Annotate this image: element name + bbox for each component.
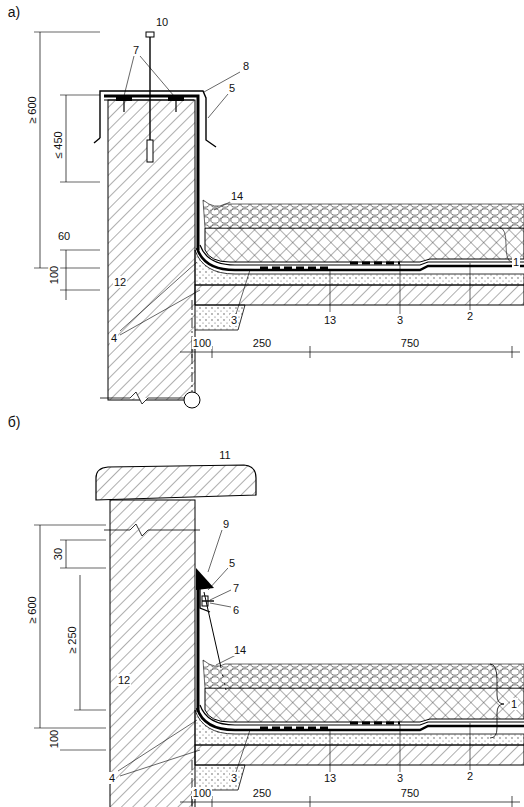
callout-number: 7 (232, 582, 240, 594)
callout-number: 4 (108, 772, 116, 784)
callout-number: 2 (466, 770, 474, 782)
callout-number: 8 (242, 60, 250, 72)
callout-number: 2 (466, 310, 474, 322)
callout-number: 100 (192, 337, 212, 349)
callout-number: 1 (510, 698, 518, 710)
callout-number: 1 (512, 256, 520, 268)
callout-number: 14 (230, 190, 244, 202)
callout-number: 5 (228, 82, 236, 94)
dimension: ≥ 250 (66, 625, 78, 654)
callout-number: 13 (323, 772, 337, 784)
callout-number: 13 (323, 314, 337, 326)
callout-number: 6 (232, 604, 240, 616)
callout-number: 750 (400, 787, 420, 799)
callout-number: 3 (230, 772, 238, 784)
callout-number: 11 (218, 449, 231, 461)
dimension: 100 (48, 265, 60, 285)
callout-number: 100 (192, 787, 212, 799)
dimension: ≥ 600 (26, 595, 38, 624)
callout-number: 60 (57, 230, 71, 242)
callout-number: 250 (252, 337, 272, 349)
callout-number: 750 (400, 337, 420, 349)
dimension: ≤ 450 (52, 130, 64, 159)
callout-number: 4 (110, 332, 118, 344)
callout-number: 10 (155, 16, 169, 28)
callout-number: 3 (230, 314, 238, 326)
callout-number: 5 (228, 557, 236, 569)
callout-number: 9 (222, 518, 230, 530)
callout-number: 12 (113, 276, 127, 288)
callout-number: 3 (396, 772, 404, 784)
dimension: 30 (52, 547, 64, 561)
callout-number: 12 (117, 674, 131, 686)
panel-letter: б) (7, 415, 22, 430)
dimension: ≥ 600 (26, 95, 38, 124)
callout-number: 250 (252, 787, 272, 799)
callout-number: 14 (233, 644, 247, 656)
callout-number: 7 (132, 44, 140, 56)
dimension: 100 (48, 729, 60, 749)
panel-letter: а) (7, 5, 21, 20)
callout-number: 3 (396, 314, 404, 326)
